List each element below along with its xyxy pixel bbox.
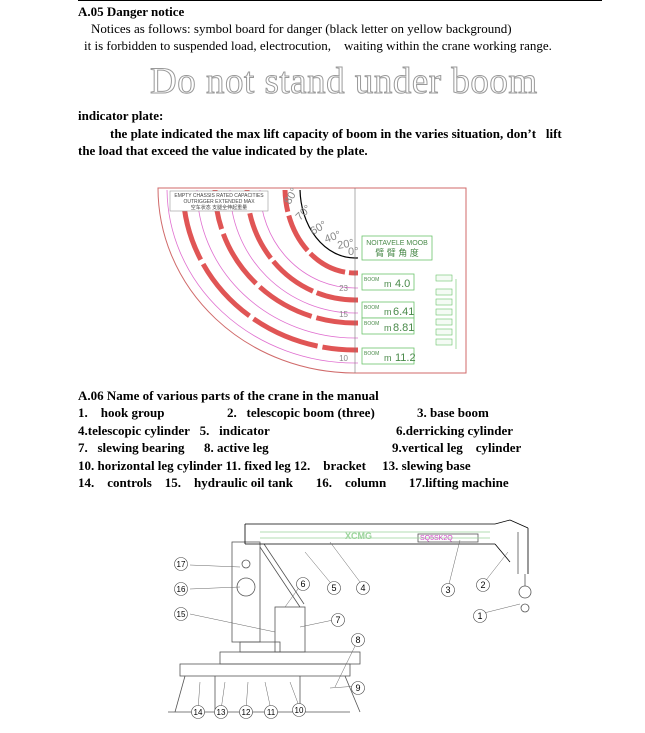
callout-14: 14 <box>194 708 203 717</box>
parts-row-2a: 4.telescopic cylinder 5. indicator <box>78 423 270 438</box>
parts-row-3b: 9.vertical leg cylinder <box>392 440 522 455</box>
radius-mark: 23 <box>339 284 348 293</box>
boom-row: BOOM m 6.41 <box>361 301 414 319</box>
callout-5: 5 <box>331 583 336 593</box>
callout-11: 11 <box>267 708 276 717</box>
parts-row-1b: 2. telescopic boom (three) <box>227 405 375 420</box>
radius-mark: 15 <box>339 310 348 319</box>
callout-13: 13 <box>217 708 226 717</box>
callout-4: 4 <box>360 583 365 593</box>
boom-unit: m <box>384 279 392 289</box>
callout-7: 7 <box>335 615 340 625</box>
angle-label: 20° <box>336 237 354 252</box>
boom-row: BOOM m 4.0 <box>361 273 415 291</box>
boom-length: 4.0 <box>395 278 410 290</box>
boom-length: 11.2 <box>395 352 416 364</box>
indicator-line-2: the load that exceed the value indicated… <box>78 143 368 158</box>
parts-heading: A.06 Name of various parts of the crane … <box>78 388 379 403</box>
boom-length: 6.41 <box>393 306 414 318</box>
top-rule <box>78 0 602 1</box>
callout-8: 8 <box>355 635 360 645</box>
parts-row-1c: 3. base boom <box>417 405 489 420</box>
boom-tag: BOOM <box>364 305 379 311</box>
boom-length: 8.81 <box>393 322 414 334</box>
boom-unit: m <box>384 323 392 333</box>
boom-tag: BOOM <box>364 321 379 327</box>
danger-line-2: it is forbidden to suspended load, elect… <box>84 38 552 53</box>
boom-tag: BOOM <box>364 277 379 283</box>
crane-model: SQ5SK2Q <box>420 535 453 542</box>
boom-unit: m <box>384 353 392 363</box>
callout-10: 10 <box>295 706 304 715</box>
callout-15: 15 <box>177 610 186 619</box>
indicator-plate-drawing: EMPTY CHASSIS RATED CAPACITIES OUTRIGGER… <box>157 186 467 374</box>
capacity-bars <box>435 274 457 349</box>
plate-title-cn: 臂 臂 角 度 <box>375 247 419 258</box>
plate-header-2: OUTRIGGER EXTENDED MAX <box>183 199 255 205</box>
danger-sign-text: Do not stand under boom <box>150 61 538 103</box>
boom-unit: m <box>384 307 392 317</box>
parts-row-5: 14. controls 15. hydraulic oil tank 16. … <box>78 475 509 490</box>
parts-row-2b: 6.derricking cylinder <box>396 423 513 438</box>
angle-label: 0° <box>348 246 359 258</box>
plate-title-en: NOITAVELE MOOB <box>366 240 428 247</box>
callout-2: 2 <box>480 580 485 590</box>
callout-3: 3 <box>445 585 450 595</box>
plate-header-3: 空车状态 支腿全伸起重量 <box>191 204 247 211</box>
danger-heading: A.05 Danger notice <box>78 4 185 19</box>
callout-1: 1 <box>477 611 482 621</box>
radius-mark: 10 <box>339 354 348 363</box>
callout-17: 17 <box>177 560 186 569</box>
callout-6: 6 <box>300 579 305 589</box>
callout-12: 12 <box>242 708 251 717</box>
angle-label: 40° <box>323 229 343 246</box>
parts-row-3a: 7. slewing bearing 8. active leg <box>78 440 269 455</box>
crane-drawing: XCMG SQ5SK2Q <box>168 519 532 719</box>
parts-row-4: 10. horizontal leg cylinder 11. fixed le… <box>78 458 471 473</box>
crane-brand: XCMG <box>345 531 372 541</box>
parts-row-1a: 1. hook group <box>78 405 165 420</box>
boom-row: BOOM m 11.2 <box>361 347 416 365</box>
indicator-line-1: the plate indicated the max lift capacit… <box>110 126 562 141</box>
callout-16: 16 <box>177 585 186 594</box>
boom-tag: BOOM <box>364 351 379 357</box>
boom-row: BOOM m 8.81 <box>361 317 414 335</box>
callout-9: 9 <box>355 683 360 693</box>
plate-header-1: EMPTY CHASSIS RATED CAPACITIES <box>174 193 264 199</box>
danger-line-1: Notices as follows: symbol board for dan… <box>91 21 512 36</box>
indicator-heading: indicator plate: <box>78 108 164 123</box>
